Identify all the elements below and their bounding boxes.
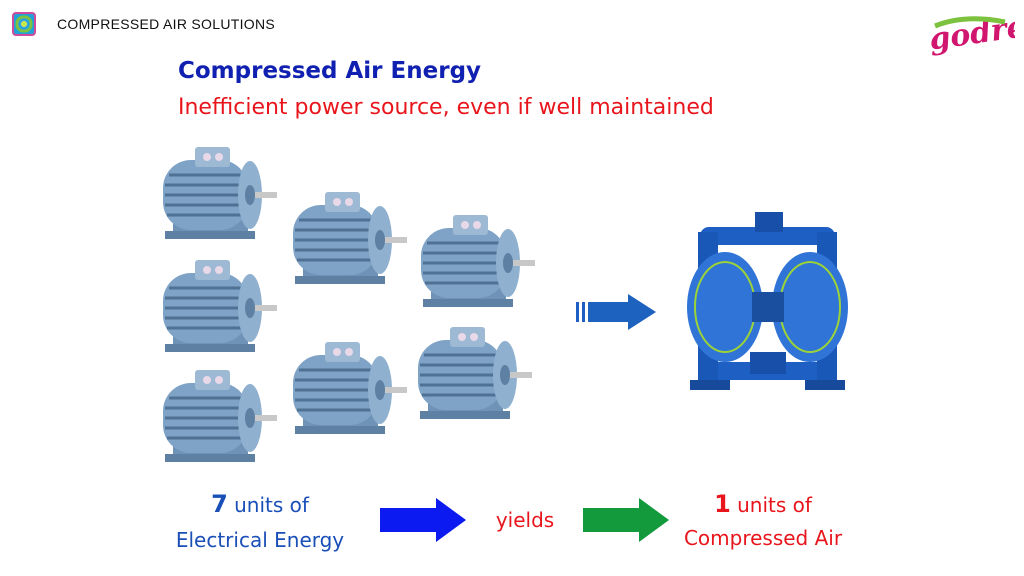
logo-icon [12, 12, 36, 36]
slide-title: Compressed Air Energy [178, 58, 482, 84]
output-number: 1 [714, 490, 731, 518]
arrow-right-icon [380, 498, 466, 542]
arrow-right-icon [583, 498, 669, 542]
electric-motor-image [413, 213, 538, 323]
electric-motor-image [155, 258, 280, 368]
godrej-logo: godrej [927, 12, 1015, 57]
electric-motor-image [285, 190, 410, 300]
brand-name: COMPRESSED AIR SOLUTIONS [57, 16, 276, 32]
input-label: Electrical Energy [175, 528, 345, 552]
output-label: Compressed Air [683, 526, 843, 550]
output-quantity: 1 units of [663, 490, 863, 518]
electric-motor-image [285, 340, 410, 450]
slide-subtitle: Inefficient power source, even if well m… [178, 95, 714, 120]
electric-motor-image [155, 368, 280, 478]
input-number: 7 [211, 490, 228, 518]
input-quantity: 7 units of [160, 490, 360, 518]
diaphragm-pump-image [687, 212, 848, 390]
input-units: units of [234, 493, 309, 517]
output-units: units of [737, 493, 812, 517]
yields-label: yields [495, 508, 555, 532]
arrow-right-icon [576, 294, 656, 330]
electric-motor-image [155, 145, 280, 255]
electric-motor-image [410, 325, 535, 435]
